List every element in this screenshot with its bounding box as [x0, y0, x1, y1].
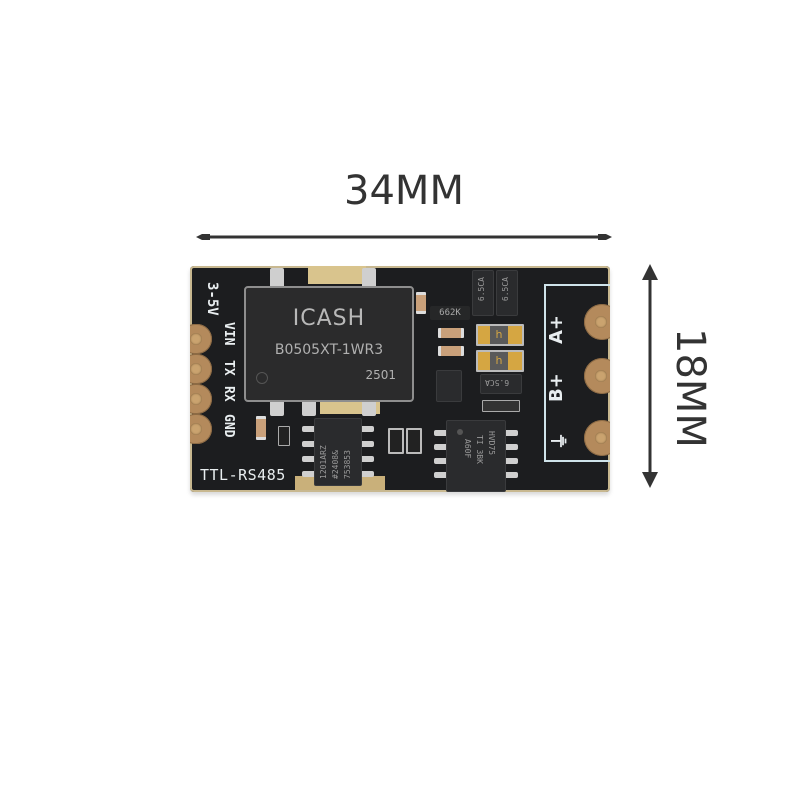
ptc-fuse: h — [476, 350, 524, 372]
pin-label-gnd: GND — [221, 414, 236, 438]
isolator-brand: ICASH — [292, 306, 366, 331]
right-ic-line-2: TI 3BK — [475, 435, 484, 464]
exposed-copper-top — [308, 266, 366, 284]
tvs-diode: 6.5CA — [480, 374, 522, 394]
pad-a-plus[interactable] — [584, 304, 610, 340]
terminal-label-ground: ⏚ — [550, 432, 571, 450]
tvs-diode: 6.5CA — [472, 270, 494, 316]
ttl-rs485-module-board: 3-5V VIN TX RX GND TTL-RS485 ICASH B0505… — [190, 266, 610, 492]
resistor — [278, 426, 290, 446]
tvs-diode: 6.5CA — [496, 270, 518, 316]
right-ic-line-1: HVD75 — [487, 431, 496, 456]
terminal-silk-frame — [544, 284, 610, 462]
terminal-label-a-plus: A+ — [546, 314, 567, 344]
pad-b-plus[interactable] — [584, 358, 610, 394]
resistor — [406, 428, 422, 454]
right-ic-line-3: A60F — [463, 439, 472, 459]
terminal-label-b-plus: B+ — [546, 373, 567, 402]
ptc-fuse: h — [476, 324, 524, 346]
pin1-dot-icon — [256, 372, 268, 384]
left-ic-line-2: #2408& — [331, 450, 340, 479]
pad-ground[interactable] — [584, 420, 610, 456]
rs485-transceiver-ic: HVD75 TI 3BK A60F — [446, 420, 506, 492]
digital-isolator-ic: 1201ARZ #2408& 753853 — [314, 418, 362, 486]
pin-label-vin: VIN — [221, 322, 236, 346]
pin-label-tx: TX — [221, 360, 236, 376]
width-dimension-arrow-icon — [196, 234, 612, 240]
isolator-part-number: B0505XT-1WR3 — [274, 342, 384, 358]
left-ic-line-1: 1201ARZ — [319, 445, 328, 479]
isolator-pin — [362, 268, 376, 290]
pin1-dot-icon — [457, 429, 463, 435]
isolated-dcdc-module: ICASH B0505XT-1WR3 2501 — [244, 286, 414, 402]
height-dimension-label: 18MM — [667, 328, 713, 448]
pad-rx[interactable] — [190, 384, 212, 414]
left-ic-line-3: 753853 — [343, 450, 352, 479]
width-dimension-label: 34MM — [344, 168, 464, 214]
pin-label-rx: RX — [221, 386, 236, 402]
sot23-component — [436, 370, 462, 402]
resistor — [388, 428, 404, 454]
board-name-label: TTL-RS485 — [200, 466, 286, 484]
capacitor — [438, 346, 464, 356]
capacitor — [256, 416, 266, 440]
pad-tx[interactable] — [190, 354, 212, 384]
isolator-pin — [270, 268, 284, 290]
pad-vin[interactable] — [190, 324, 212, 354]
resistor-array — [482, 400, 520, 412]
resistor-662k: 662K — [430, 306, 470, 320]
supply-voltage-label: 3-5V — [204, 282, 220, 316]
pad-gnd[interactable] — [190, 414, 212, 444]
isolator-date-code: 2501 — [365, 368, 396, 382]
height-dimension-arrow-icon — [642, 264, 658, 488]
capacitor — [438, 328, 464, 338]
capacitor — [416, 292, 426, 314]
